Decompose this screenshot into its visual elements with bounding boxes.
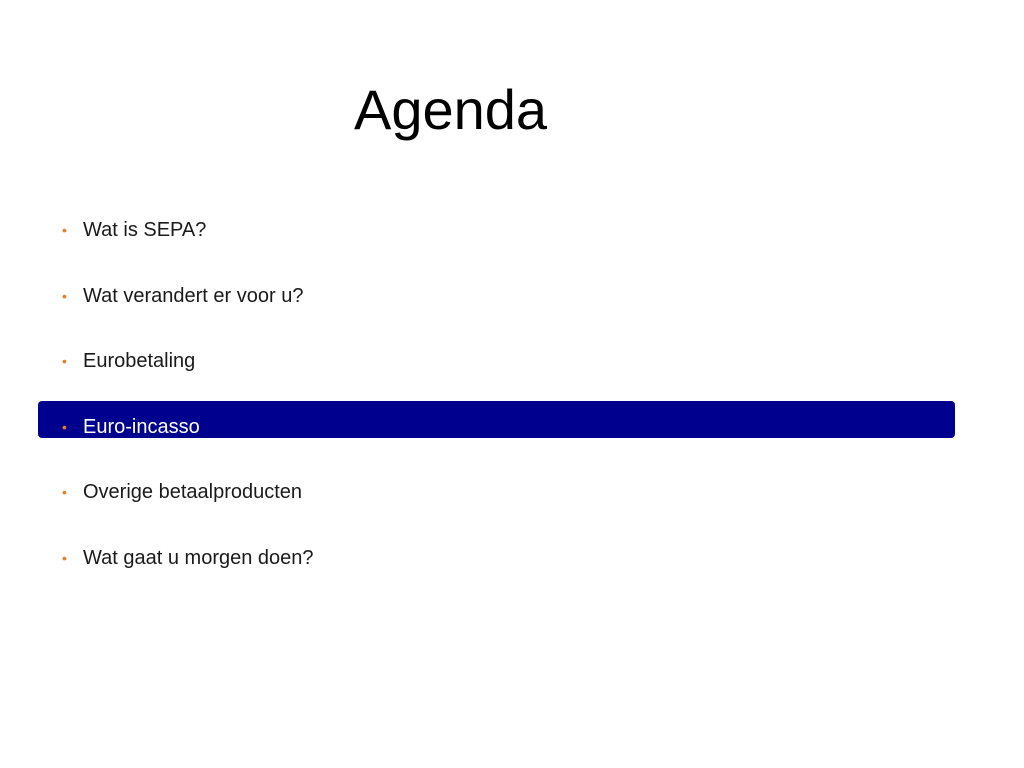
- agenda-item-wat-verandert: • Wat verandert er voor u?: [62, 282, 303, 310]
- agenda-item-label: Wat is SEPA?: [83, 219, 207, 241]
- agenda-item-wat-is-sepa: • Wat is SEPA?: [62, 216, 206, 244]
- agenda-item-label: Euro-incasso: [83, 416, 200, 438]
- bullet-icon: •: [62, 484, 67, 500]
- bullet-icon: •: [62, 353, 67, 369]
- agenda-item-label: Eurobetaling: [83, 350, 196, 372]
- bullet-icon: •: [62, 222, 67, 238]
- agenda-item-label: Overige betaalproducten: [83, 481, 303, 503]
- agenda-item-overige-betaalproducten: • Overige betaalproducten: [62, 478, 302, 506]
- agenda-item-label: Wat gaat u morgen doen?: [83, 547, 314, 569]
- agenda-item-eurobetaling: • Eurobetaling: [62, 347, 195, 375]
- agenda-item-wat-gaat-u-doen: • Wat gaat u morgen doen?: [62, 544, 314, 572]
- agenda-item-label: Wat verandert er voor u?: [83, 285, 304, 307]
- agenda-item-euro-incasso: • Euro-incasso: [62, 413, 200, 441]
- bullet-icon: •: [62, 550, 67, 566]
- active-item-highlight: [38, 401, 955, 438]
- slide-title: Agenda: [354, 78, 548, 141]
- bullet-icon: •: [62, 419, 67, 435]
- bullet-icon: •: [62, 288, 67, 304]
